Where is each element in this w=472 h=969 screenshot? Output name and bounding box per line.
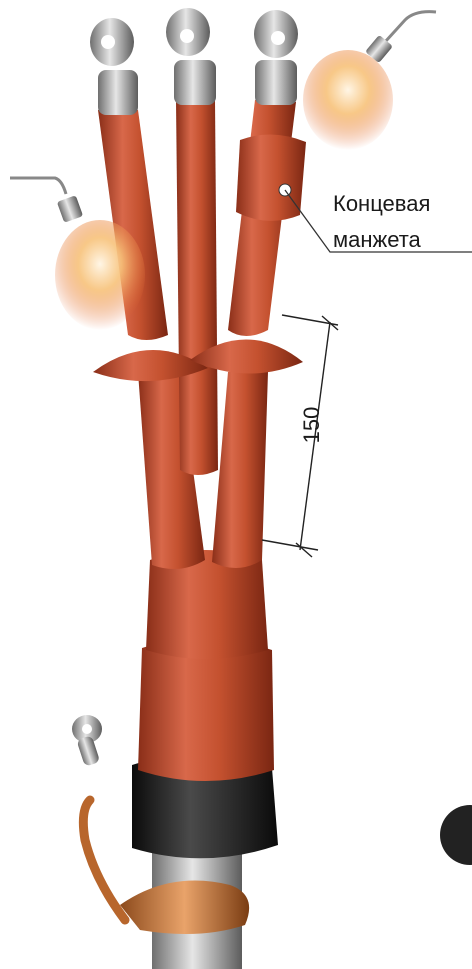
corner-badge — [440, 805, 472, 865]
copper-shield-wires — [120, 881, 249, 935]
phase-tube-right-lower — [212, 369, 268, 569]
end-cuff — [236, 134, 306, 220]
earth-lug — [72, 715, 102, 767]
cable-lug-center — [166, 8, 216, 105]
phase-tube-center — [176, 97, 218, 475]
breakout-glove — [138, 638, 274, 781]
gas-torch-right-icon — [303, 12, 436, 150]
end-cuff-label-line2: манжета — [333, 229, 421, 251]
earth-lead — [83, 800, 125, 920]
dimension-label: 150 — [299, 395, 325, 455]
cable-lug-left — [90, 18, 138, 115]
end-cuff-label-line1: Концевая — [333, 193, 430, 215]
cable-lug-right — [254, 10, 298, 105]
